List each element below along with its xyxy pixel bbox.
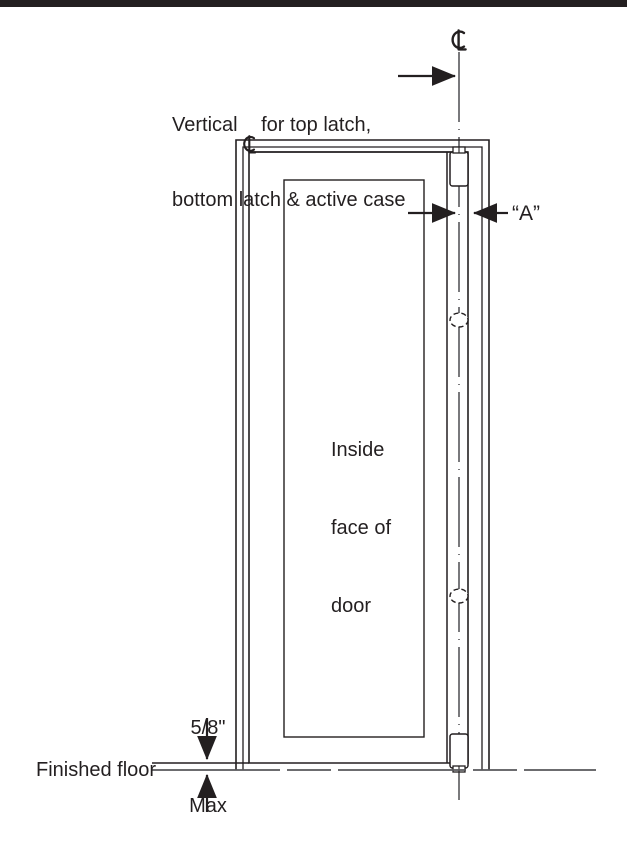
inside-face-line1: Inside <box>331 439 385 461</box>
lower-lock-cylinder-icon <box>449 588 469 604</box>
undercut-dimension-group <box>152 718 249 812</box>
top-latch-group <box>449 146 469 187</box>
lock-cylinder-group <box>449 312 469 604</box>
inside-face-line3: door <box>331 595 372 617</box>
callout-note-line1-pre: Vertical <box>172 114 244 136</box>
callout-note-line1-post: for top latch, <box>255 114 372 136</box>
bottom-latch-body <box>449 733 469 769</box>
inside-face-of-door-label: Inside face of door <box>331 385 391 671</box>
undercut-dim-line2: Max <box>189 795 227 817</box>
bottom-latch-group <box>449 733 469 773</box>
top-latch-body <box>449 151 469 187</box>
dimension-a-label: “A” <box>512 202 540 225</box>
page-header-bar <box>0 0 627 7</box>
top-centerline-symbol <box>447 27 471 53</box>
inside-face-line2: face of <box>331 517 392 539</box>
centerline-symbol-glyph <box>243 135 257 154</box>
undercut-dimension-label: 5/8" Max <box>177 663 239 848</box>
frame-outer-outline <box>235 139 490 770</box>
callout-note-line2: bottom latch & active case <box>172 189 406 211</box>
undercut-dim-line1: 5/8" <box>190 717 226 739</box>
door-lite-panel <box>283 179 425 738</box>
upper-lock-cylinder-icon <box>449 312 469 328</box>
finished-floor-label: Finished floor <box>36 759 157 781</box>
centerline-callout-note: Vertical for top latch, bottom latch & a… <box>172 63 405 263</box>
centerline-symbol-glyph-top <box>451 29 467 51</box>
frame-inner-outline <box>242 146 483 770</box>
